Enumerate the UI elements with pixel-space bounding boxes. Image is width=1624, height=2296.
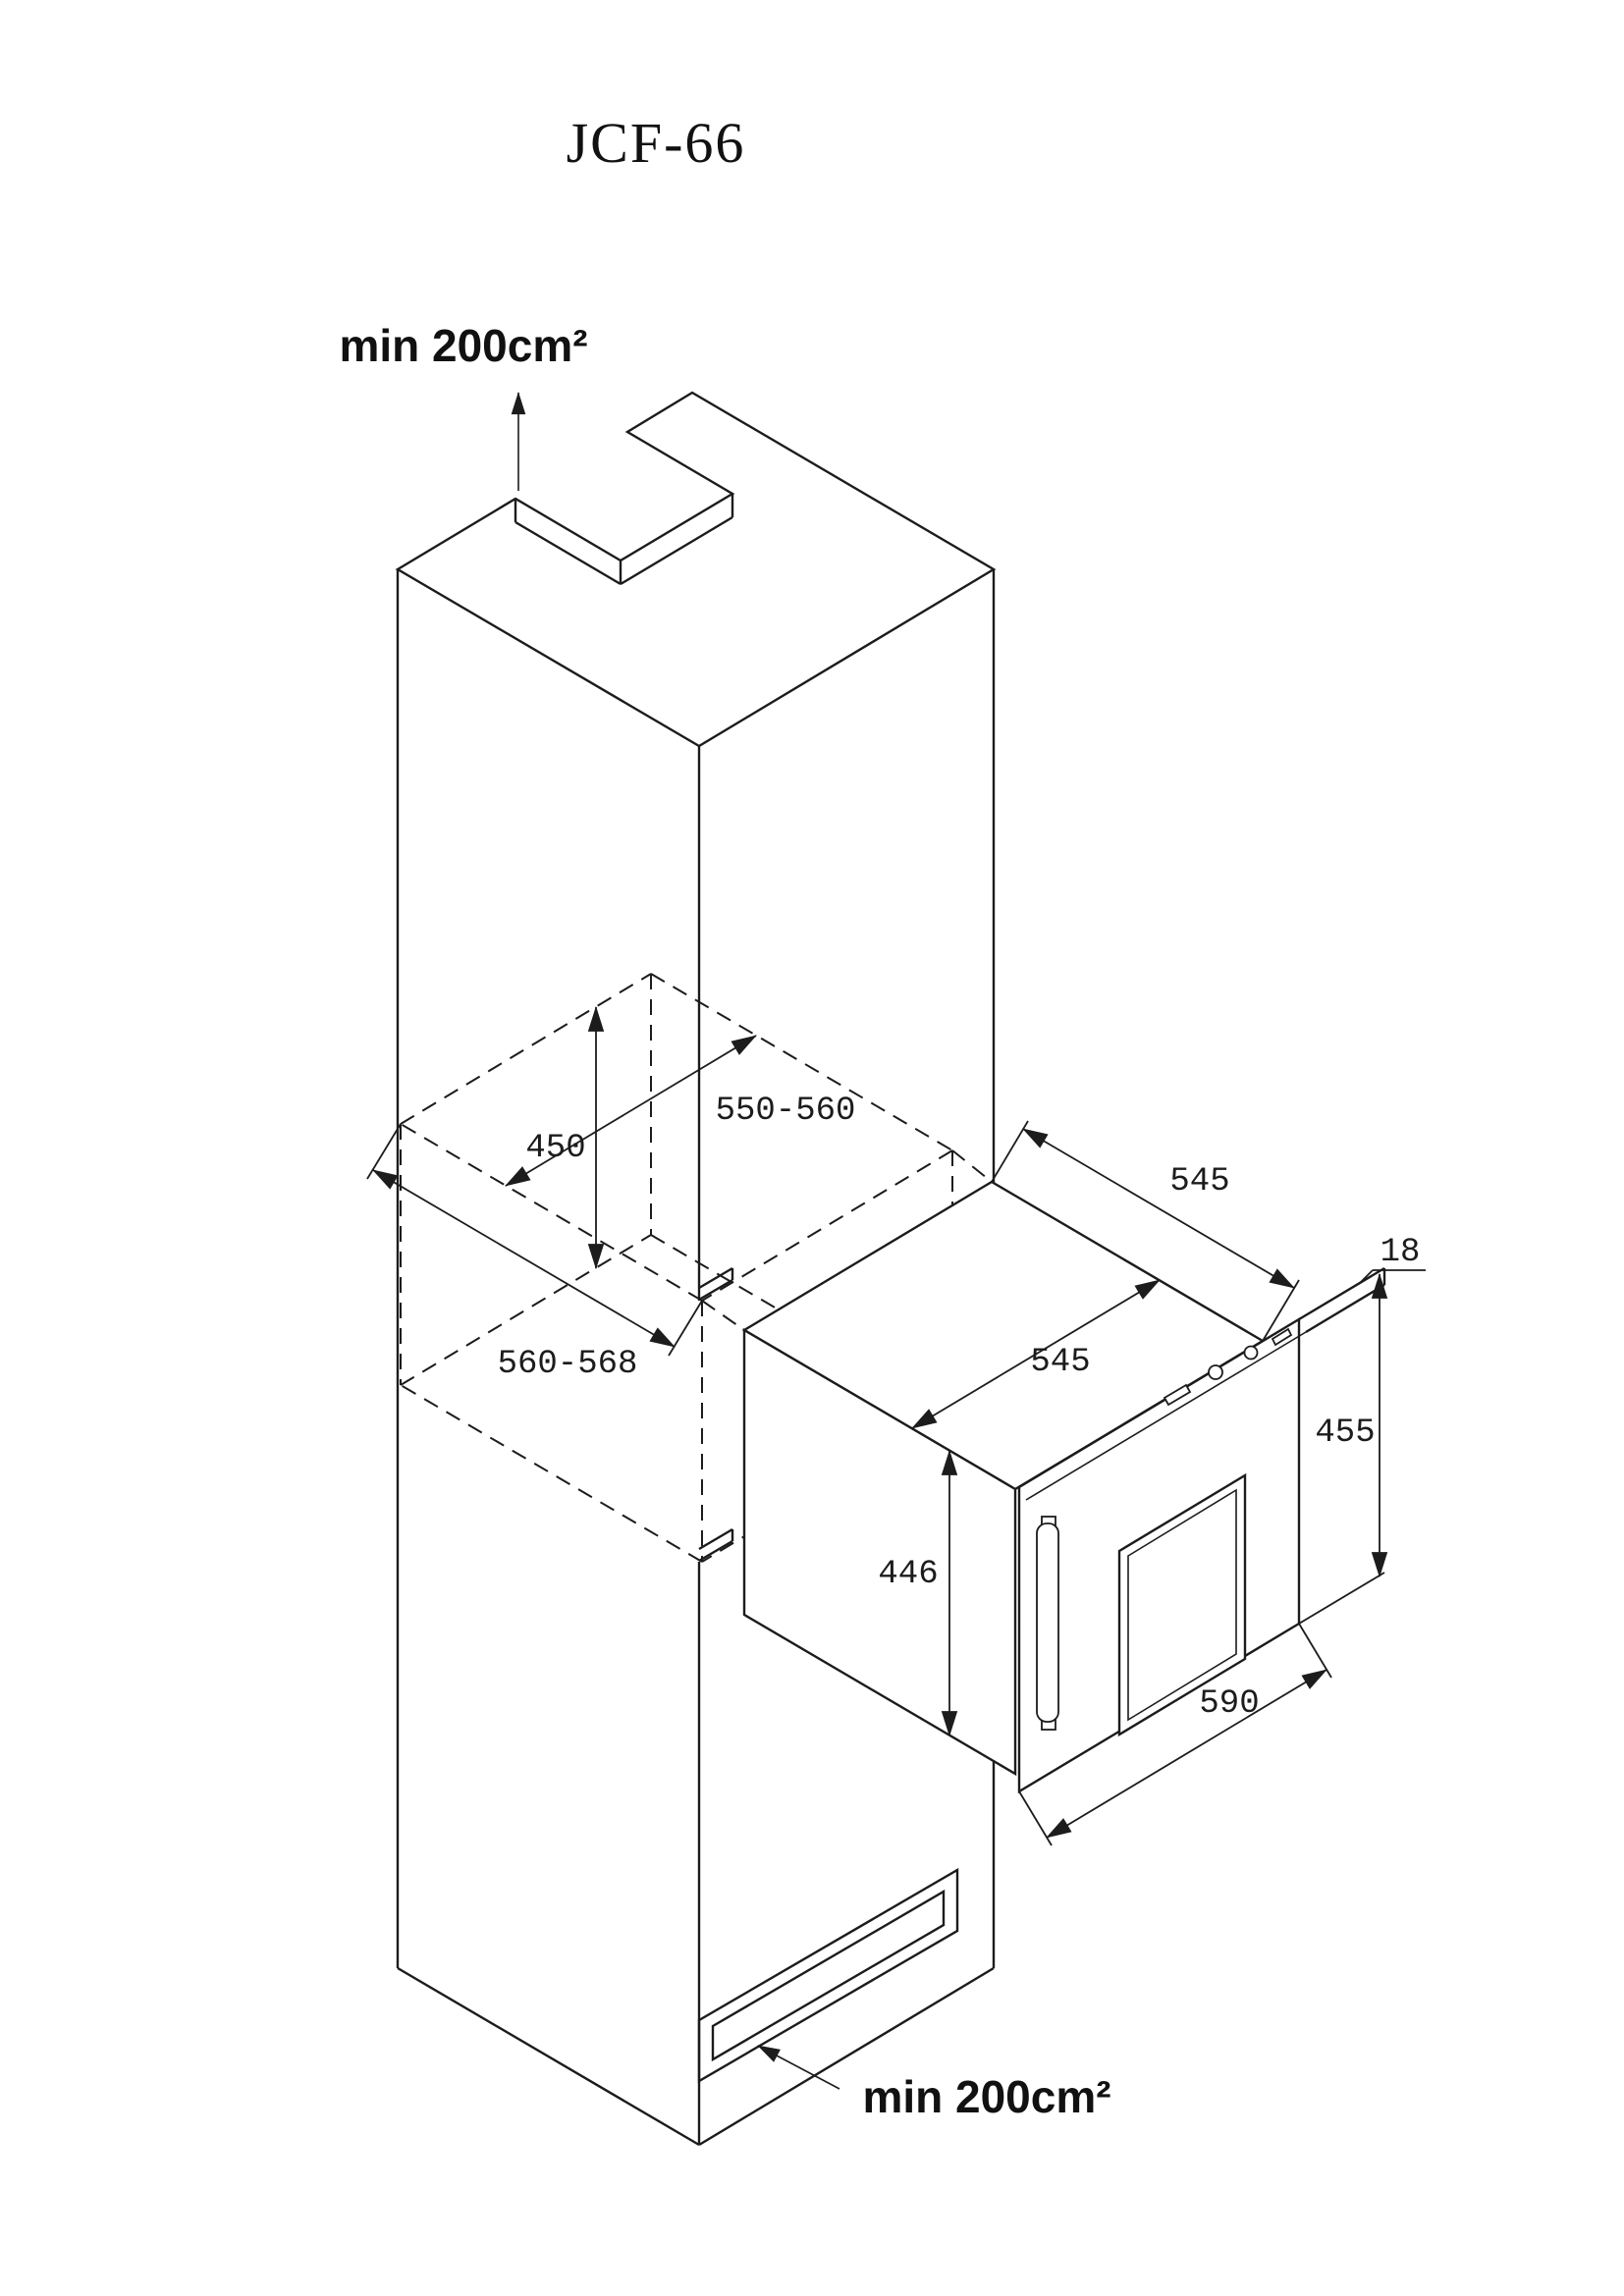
dimension-annotations: 450 550-560 560-568 545 545 446 455 18 5	[366, 1005, 1426, 1846]
door-handle	[1036, 1516, 1059, 1731]
dim-niche-depth: 560-568	[498, 1346, 638, 1383]
dim-leader-door-edge	[1358, 1269, 1374, 1285]
dim-witness-unit-depth-b	[1262, 1279, 1300, 1342]
control-panel-marks	[1163, 1327, 1293, 1407]
dim-witness-unit-depth-a	[991, 1120, 1029, 1183]
top-vent-notch	[514, 494, 734, 586]
dim-line-unit-depth	[1022, 1128, 1295, 1289]
dim-unit-width: 545	[1030, 1344, 1090, 1381]
dim-door-edge: 18	[1380, 1234, 1421, 1271]
door-edge-wedge	[1298, 1266, 1386, 1334]
niche-cut-marks	[698, 1266, 734, 1563]
bottom-vent-arrow	[757, 2045, 840, 2090]
dim-witness-niche-depth-a	[366, 1123, 402, 1180]
dim-line-unit-width	[911, 1279, 1161, 1429]
bottom-vent-label: min 200cm²	[862, 2071, 1110, 2122]
dim-front-height: 455	[1315, 1415, 1375, 1452]
dim-unit-depth: 545	[1169, 1163, 1229, 1201]
bottom-vent-slot	[697, 1867, 959, 2084]
dim-witness-niche-depth-b	[668, 1300, 703, 1357]
page-title: JCF-66	[567, 111, 746, 175]
dim-line-front-width	[1046, 1669, 1327, 1839]
dim-witness-front-height-b	[1298, 1572, 1385, 1625]
ventilation-annotations: min 200cm² min 200cm²	[339, 320, 1110, 2122]
dim-unit-height: 446	[878, 1556, 938, 1593]
insertion-guide-left	[701, 1300, 745, 1331]
cabinet-bottom-right	[698, 1966, 995, 2147]
dim-niche-width: 550-560	[716, 1093, 856, 1130]
insertion-guide-right	[951, 1149, 993, 1183]
door-window-inner	[1127, 1488, 1237, 1722]
cabinet-top-face	[395, 391, 997, 748]
cabinet-bottom-front	[397, 1966, 700, 2147]
door-frame-inner-edge	[1025, 1331, 1307, 1501]
appliance	[741, 1180, 1386, 1794]
dim-line-niche-width	[505, 1035, 757, 1187]
dim-front-width: 590	[1199, 1685, 1259, 1723]
dim-witness-front-width-b	[1298, 1623, 1332, 1679]
dim-niche-height: 450	[525, 1130, 585, 1167]
top-vent-label: min 200cm²	[339, 320, 587, 371]
dim-line-niche-depth	[372, 1169, 676, 1348]
